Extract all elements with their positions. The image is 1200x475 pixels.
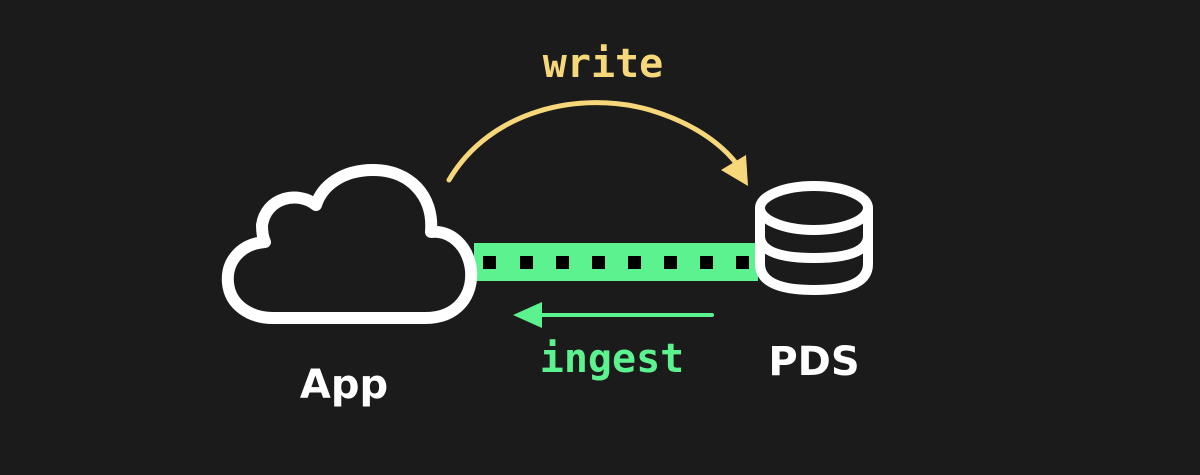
cloud-icon bbox=[221, 164, 478, 324]
ingest-arrowhead bbox=[513, 302, 542, 328]
app-label: App bbox=[300, 362, 388, 408]
write-arrowhead bbox=[721, 155, 748, 186]
write-arrow bbox=[446, 100, 744, 183]
database-icon bbox=[755, 181, 873, 295]
ingest-label: ingest bbox=[540, 336, 685, 382]
write-label: write bbox=[543, 41, 663, 87]
ingest-stream bbox=[474, 243, 758, 281]
pds-label: PDS bbox=[768, 339, 859, 385]
